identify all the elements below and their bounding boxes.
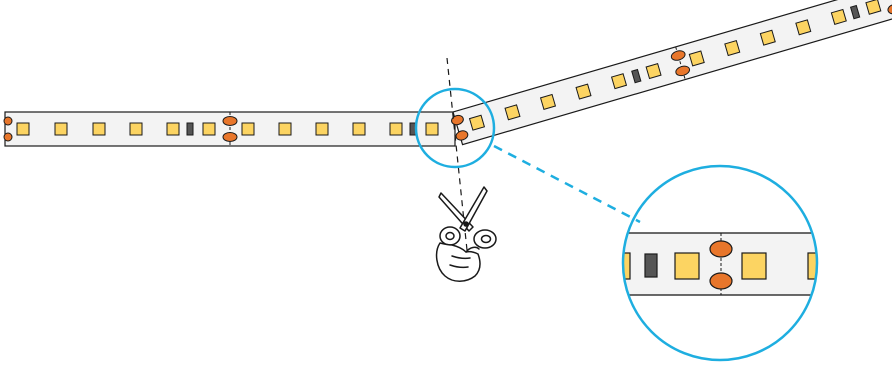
led-chip <box>759 29 776 46</box>
right-strip-body <box>452 0 892 146</box>
led-chip <box>610 73 628 90</box>
led-chip <box>92 122 106 136</box>
led-chip <box>54 122 68 136</box>
led-chip <box>795 19 812 36</box>
led-chip <box>278 122 292 136</box>
led-chip <box>425 122 439 136</box>
led-chip <box>724 39 741 57</box>
led-chip <box>389 122 403 136</box>
led-chip <box>202 122 216 136</box>
magnifier-circle-small <box>414 87 496 169</box>
resistor <box>631 68 642 84</box>
hand-icon <box>435 226 497 282</box>
solder-pad <box>455 130 469 141</box>
led-chip <box>352 122 366 136</box>
resistor <box>644 253 658 278</box>
led-chip <box>674 252 700 280</box>
callout-line <box>493 144 641 224</box>
led-chip <box>575 83 592 100</box>
solder-pad <box>3 116 13 126</box>
led-chip <box>865 0 882 15</box>
led-chip <box>241 122 255 136</box>
solder-pad <box>451 114 464 126</box>
resistor <box>186 122 194 136</box>
led-chip <box>830 8 847 25</box>
solder-pad <box>3 132 13 142</box>
zoom-detail <box>623 232 817 296</box>
solder-pad <box>222 132 238 142</box>
led-chip <box>688 50 705 67</box>
magnifier-circle-large <box>621 164 819 362</box>
led-chip <box>468 114 486 131</box>
led-chip <box>129 122 143 136</box>
led-chip <box>16 122 30 136</box>
solder-pad <box>222 116 238 126</box>
led-chip <box>504 104 521 121</box>
led-chip <box>645 62 662 80</box>
scissors-icon <box>438 186 488 232</box>
solder-pad <box>709 272 733 290</box>
solder-pad <box>670 50 686 61</box>
led-chip <box>741 252 767 280</box>
led-chip <box>623 252 631 280</box>
led-chip <box>539 93 557 110</box>
solder-pad <box>709 240 733 258</box>
solder-pad <box>675 65 691 77</box>
led-chip <box>166 122 180 136</box>
led-chip <box>315 122 329 136</box>
solder-pad <box>887 3 892 15</box>
right-strip <box>451 0 892 146</box>
left-strip <box>3 111 456 147</box>
resistor <box>849 4 861 20</box>
